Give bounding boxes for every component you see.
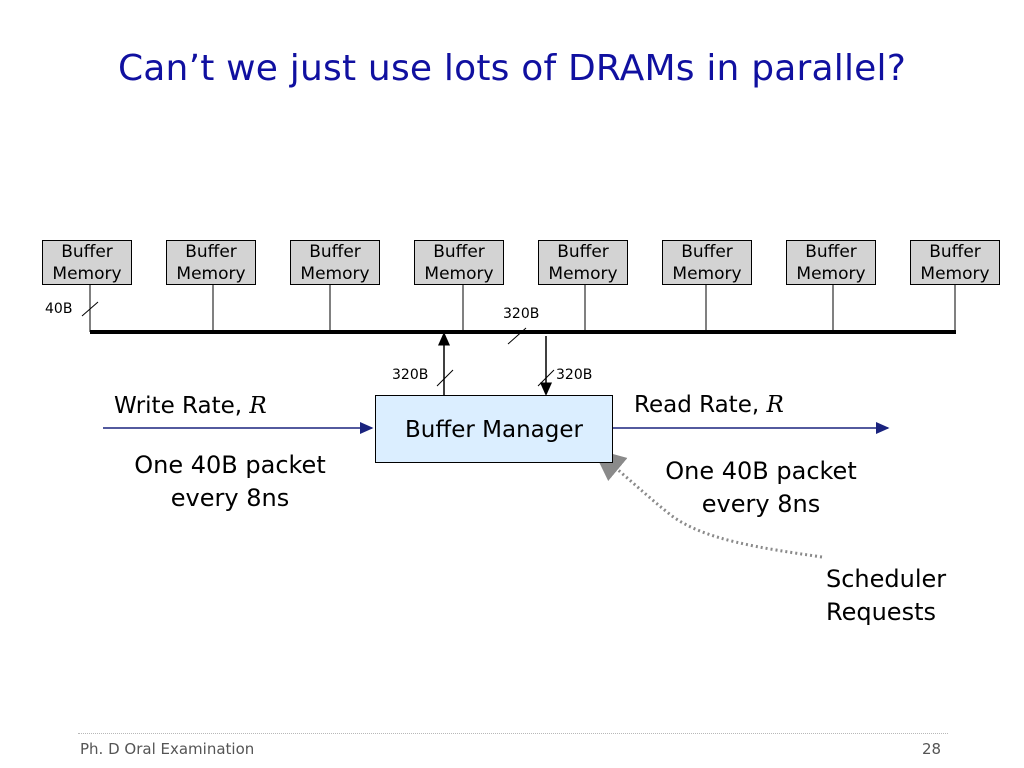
footer-page-number: 28 xyxy=(922,740,942,758)
buffer-memory-line2: Memory xyxy=(548,264,618,284)
read-rate-label: Read Rate, R xyxy=(634,392,784,418)
read-rate-text: Read Rate, xyxy=(634,392,767,418)
tick-40b xyxy=(81,301,99,317)
tick-bus-320b xyxy=(507,327,527,345)
footer-divider xyxy=(78,733,948,734)
width-label-read-320b: 320B xyxy=(556,367,593,383)
buffer-memory-line1: Buffer xyxy=(557,242,609,262)
buffer-memory-6: Buffer Memory xyxy=(662,240,752,285)
buffer-memory-line2: Memory xyxy=(796,264,866,284)
slide-title: Can’t we just use lots of DRAMs in paral… xyxy=(117,48,907,89)
read-rate-symbol: R xyxy=(766,392,784,418)
read-packet-line2: every 8ns xyxy=(701,490,821,518)
scheduler-line1: Scheduler xyxy=(826,565,947,593)
read-packet-text: One 40B packet every 8ns xyxy=(641,455,881,521)
buffer-memory-2: Buffer Memory xyxy=(166,240,256,285)
write-rate-label: Write Rate, R xyxy=(114,393,267,419)
scheduler-request-arrow xyxy=(592,448,823,559)
buffer-memory-5: Buffer Memory xyxy=(538,240,628,285)
buffer-memory-line2: Memory xyxy=(300,264,370,284)
buffer-memory-line1: Buffer xyxy=(433,242,485,262)
buffer-memory-line1: Buffer xyxy=(309,242,361,262)
buffer-memory-line2: Memory xyxy=(176,264,246,284)
write-rate-symbol: R xyxy=(249,393,267,419)
scheduler-line2: Requests xyxy=(826,598,936,626)
buffer-memory-line1: Buffer xyxy=(185,242,237,262)
width-label-bus-320b: 320B xyxy=(503,306,540,322)
write-packet-text: One 40B packet every 8ns xyxy=(110,449,350,515)
width-label-40b: 40B xyxy=(45,301,73,317)
tick-write-320b xyxy=(436,369,454,387)
write-rate-text: Write Rate, xyxy=(114,393,250,419)
buffer-memory-8: Buffer Memory xyxy=(910,240,1000,285)
buffer-manager-box: Buffer Manager xyxy=(375,395,613,463)
buffer-memory-line1: Buffer xyxy=(681,242,733,262)
write-packet-line1: One 40B packet xyxy=(134,451,326,479)
buffer-memory-7: Buffer Memory xyxy=(786,240,876,285)
buffer-memory-1: Buffer Memory xyxy=(42,240,132,285)
buffer-memory-line2: Memory xyxy=(920,264,990,284)
buffer-memory-3: Buffer Memory xyxy=(290,240,380,285)
buffer-memory-line1: Buffer xyxy=(61,242,113,262)
scheduler-requests-text: Scheduler Requests xyxy=(826,563,946,629)
buffer-memory-4: Buffer Memory xyxy=(414,240,504,285)
buffer-memory-line1: Buffer xyxy=(805,242,857,262)
footer-left-text: Ph. D Oral Examination xyxy=(80,740,255,758)
buffer-memory-line2: Memory xyxy=(52,264,122,284)
read-packet-line1: One 40B packet xyxy=(665,457,857,485)
buffer-memory-line1: Buffer xyxy=(929,242,981,262)
buffer-memory-line2: Memory xyxy=(672,264,742,284)
buffer-memory-line2: Memory xyxy=(424,264,494,284)
width-label-write-320b: 320B xyxy=(392,367,429,383)
write-packet-line2: every 8ns xyxy=(170,484,290,512)
